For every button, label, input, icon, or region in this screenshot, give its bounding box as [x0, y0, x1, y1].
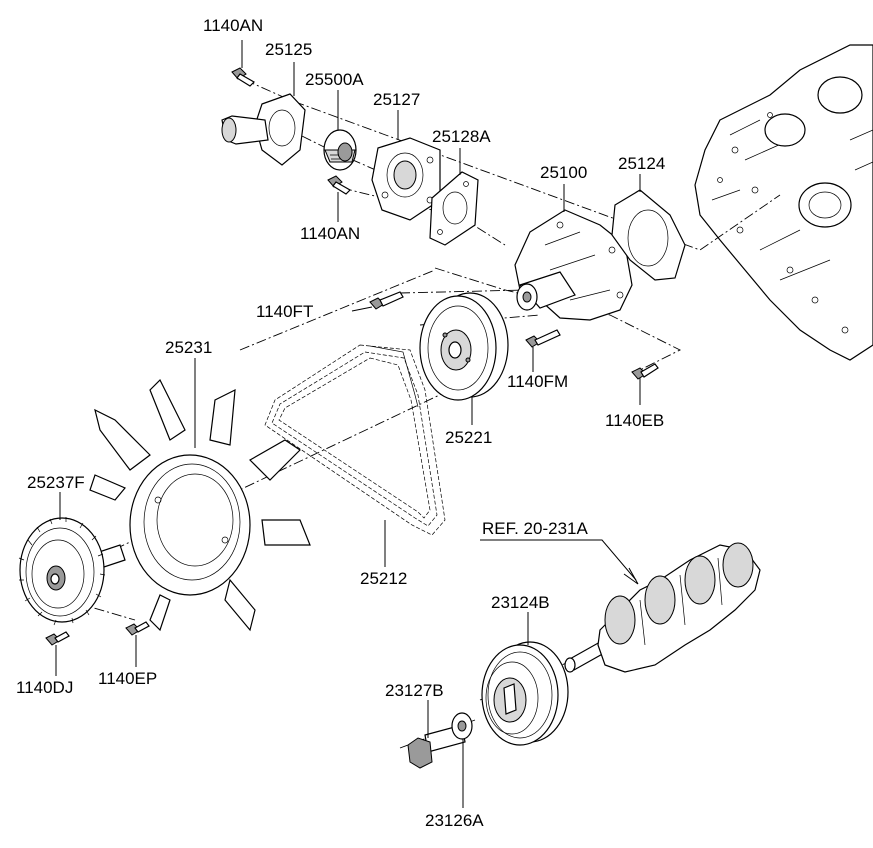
fan-clutch-25237F — [18, 517, 106, 626]
label-ref-20-231A: REF. 20-231A — [482, 519, 588, 538]
bolt-1140EB — [631, 363, 659, 380]
bolt-1140FT — [369, 291, 404, 310]
label-25231: 25231 — [165, 338, 212, 357]
crank-pulley-23124B — [481, 641, 569, 746]
label-25212: 25212 — [360, 569, 407, 588]
label-23126A: 23126A — [425, 811, 484, 830]
label-23127B: 23127B — [385, 681, 444, 700]
label-1140FM: 1140FM — [507, 372, 568, 391]
gasket-25124 — [611, 189, 686, 281]
label-1140AN-mid: 1140AN — [300, 224, 360, 243]
pulley-25221 — [419, 292, 509, 401]
part-labels: 1140AN 25125 25500A 25127 25128A 1140AN … — [16, 16, 665, 830]
label-25100: 25100 — [540, 163, 587, 182]
water-pump-25100 — [514, 209, 633, 321]
bolt-1140FM — [525, 329, 561, 348]
label-1140EP: 1140EP — [98, 669, 157, 688]
crankshaft-ref — [564, 542, 761, 673]
bolt-1140AN-mid — [327, 175, 351, 195]
label-1140EB: 1140EB — [605, 411, 664, 430]
label-25125: 25125 — [265, 40, 312, 59]
v-belt-25212 — [264, 344, 446, 536]
leader-lines — [55, 40, 641, 808]
label-1140FT: 1140FT — [256, 302, 313, 321]
engine-block — [694, 44, 873, 361]
label-23124B: 23124B — [491, 593, 550, 612]
thermostat-housing-25125 — [221, 93, 306, 166]
label-25237F: 25237F — [27, 473, 85, 492]
washer-23126A — [451, 712, 473, 740]
gasket-25128A — [429, 171, 479, 246]
label-1140DJ: 1140DJ — [16, 678, 73, 697]
bolt-1140AN-top — [231, 67, 255, 87]
label-1140AN-top: 1140AN — [203, 16, 263, 35]
bolt-1140DJ — [45, 631, 70, 646]
label-25128A: 25128A — [432, 127, 491, 146]
label-25124: 25124 — [618, 154, 665, 173]
label-25500A: 25500A — [305, 70, 364, 89]
label-25221: 25221 — [445, 428, 492, 447]
label-25127: 25127 — [373, 90, 420, 109]
thermostat-25500A — [323, 129, 357, 171]
fan-25231 — [89, 378, 311, 632]
water-inlet-25127 — [371, 137, 441, 221]
bolt-1140EP — [125, 621, 150, 636]
